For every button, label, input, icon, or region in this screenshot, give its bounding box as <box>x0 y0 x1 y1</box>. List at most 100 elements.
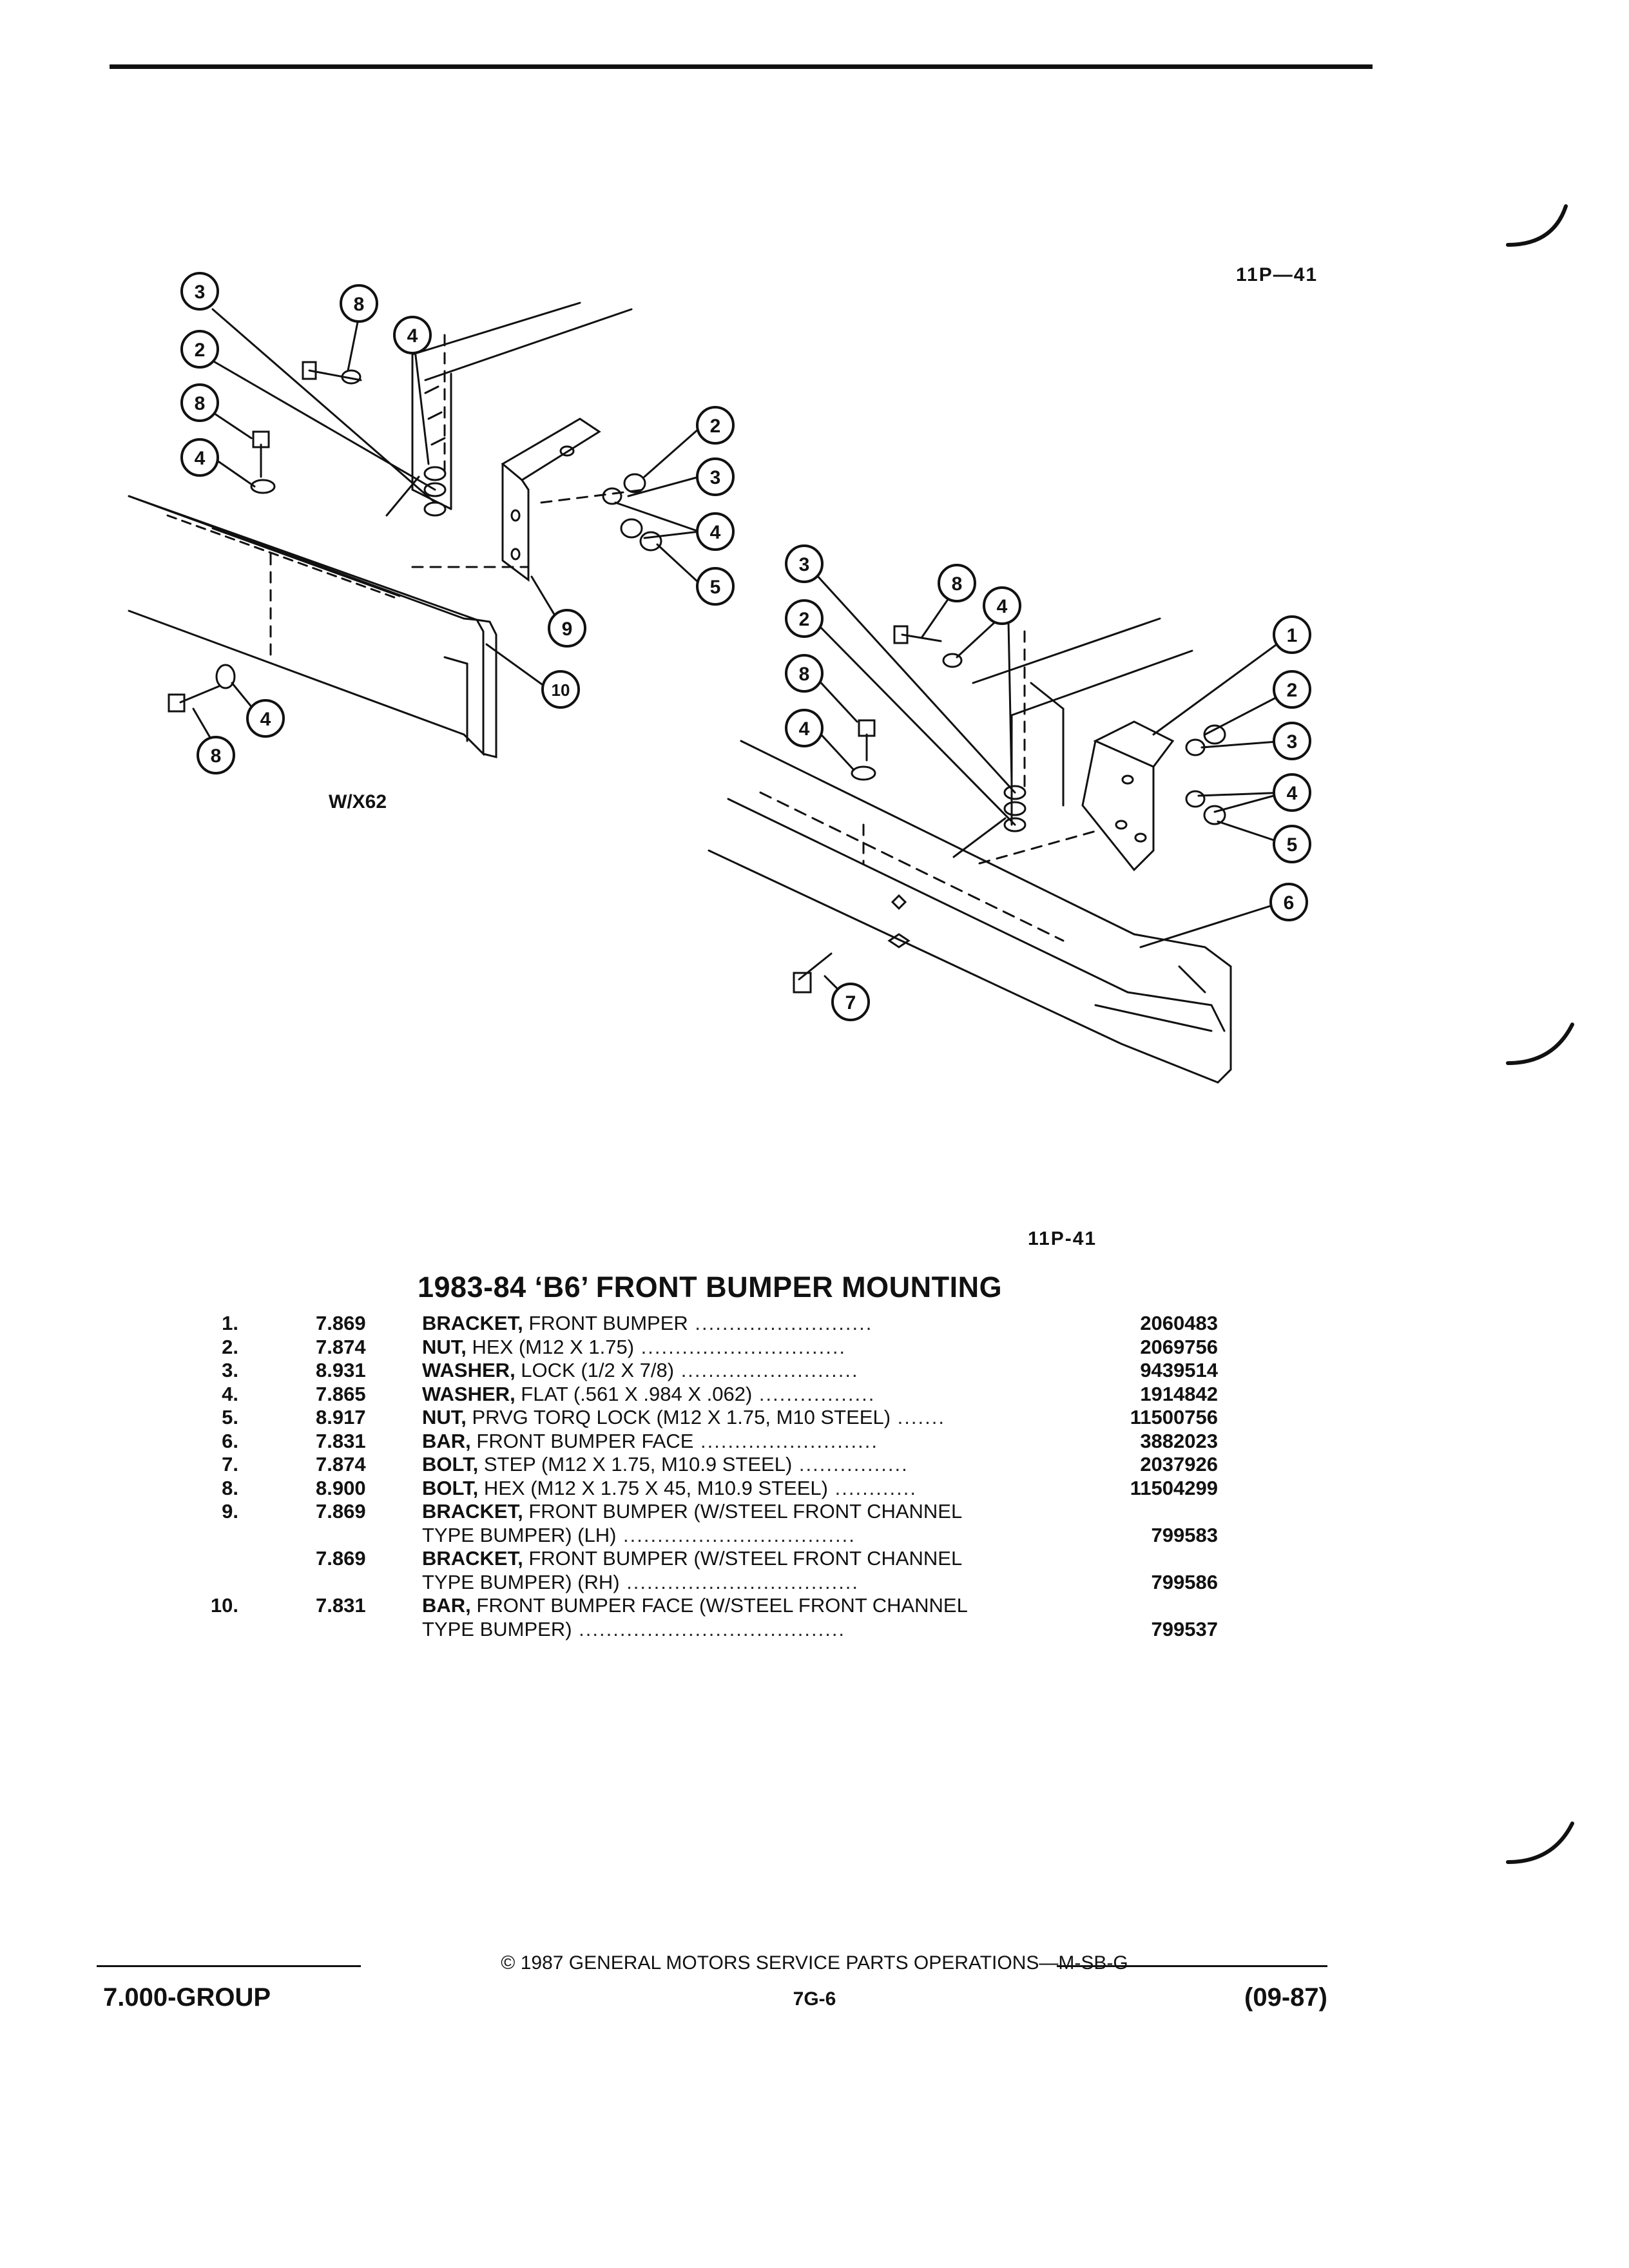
part-name: BOLT, <box>422 1453 479 1475</box>
part-detail: FRONT BUMPER <box>523 1312 688 1334</box>
callout-label: 10 <box>552 680 570 700</box>
part-name: NUT, <box>422 1335 467 1358</box>
leader-dots: .................................. <box>619 1570 860 1593</box>
leader-dots: .......................... <box>688 1312 873 1334</box>
part-detail: HEX (M12 X 1.75 X 45, M10.9 STEEL) <box>478 1476 828 1499</box>
left-leaders <box>192 305 700 749</box>
part-number: 799586 <box>1151 1570 1218 1593</box>
callout-label: 2 <box>1287 680 1298 701</box>
variant-label: W/X62 <box>329 791 387 812</box>
part-detail: FRONT BUMPER FACE <box>470 1429 694 1452</box>
part-name: BRACKET, <box>422 1547 523 1570</box>
callout-label: 1 <box>1287 625 1298 646</box>
part-detail: TYPE BUMPER) (LH) <box>422 1523 617 1546</box>
callout-label: 3 <box>799 554 810 575</box>
right-bumper-bar <box>708 740 1232 1084</box>
callout-numbers: 3 8 2 4 8 4 2 3 4 5 9 10 4 8 3 8 2 4 8 4… <box>195 282 1298 1014</box>
item-number: 3. <box>222 1359 238 1381</box>
part-detail: TYPE BUMPER) <box>422 1617 572 1640</box>
part-name: NUT, <box>422 1406 467 1428</box>
callout-label: 4 <box>1287 783 1298 804</box>
right-frame-rail <box>952 617 1193 858</box>
section-title: 1983-84 ‘B6’ FRONT BUMPER MOUNTING <box>418 1271 1003 1303</box>
part-detail: PRVG TORQ LOCK (M12 X 1.75, M10 STEEL) <box>466 1406 891 1428</box>
part-detail: FLAT (.561 X .984 X .062) <box>515 1382 753 1405</box>
left-bolts <box>168 361 662 713</box>
item-number: 1. <box>222 1312 238 1334</box>
callout-label: 4 <box>407 325 418 347</box>
group-number: 7.869 <box>316 1547 366 1570</box>
footer-date: (09-87) <box>1244 1983 1327 2012</box>
part-number: 9439514 <box>1140 1359 1218 1381</box>
part-detail: STEP (M12 X 1.75, M10.9 STEEL) <box>478 1453 793 1475</box>
callout-label: 4 <box>710 522 721 543</box>
footer-rule-left <box>97 1965 361 1967</box>
part-number: 1914842 <box>1140 1382 1218 1405</box>
part-name: BRACKET, <box>422 1312 523 1334</box>
parts-row: TYPE BUMPER) (RH) ......................… <box>187 1571 1218 1595</box>
left-bracket <box>501 418 601 582</box>
callout-label: 6 <box>1284 892 1295 914</box>
item-number: 7. <box>222 1453 238 1475</box>
leader-dots: .......................... <box>674 1359 859 1381</box>
part-name: BRACKET, <box>422 1500 523 1523</box>
callout-label: 5 <box>1287 834 1298 856</box>
part-description: WASHER, LOCK (1/2 X 7/8) ...............… <box>422 1359 1076 1383</box>
part-number: 11500756 <box>1130 1406 1218 1428</box>
callout-label: 2 <box>195 340 206 361</box>
leader-dots: .......................... <box>693 1429 878 1452</box>
item-number: 2. <box>222 1335 238 1358</box>
part-description: BAR, FRONT BUMPER FACE (W/STEEL FRONT CH… <box>422 1594 1076 1618</box>
part-description: NUT, HEX (M12 X 1.75) ..................… <box>422 1336 1076 1360</box>
figure-code-top: 11P—41 <box>1236 264 1318 285</box>
exploded-diagram: 3 8 2 4 8 4 2 3 4 5 9 10 4 8 3 8 2 4 8 4… <box>128 272 1311 1084</box>
parts-row: 9. 7.869 BRACKET, FRONT BUMPER (W/STEEL FR… <box>187 1500 1218 1524</box>
part-name: BOLT, <box>422 1476 479 1499</box>
part-description: BAR, FRONT BUMPER FACE .................… <box>422 1430 1076 1454</box>
callout-label: 3 <box>710 467 721 488</box>
callout-label: 7 <box>845 992 856 1014</box>
callout-label: 5 <box>710 577 721 598</box>
item-number: 5. <box>222 1406 238 1428</box>
part-description: BRACKET, FRONT BUMPER ..................… <box>422 1312 1076 1336</box>
footer-page-number: 7G-6 <box>793 1988 836 2010</box>
part-detail: FRONT BUMPER (W/STEEL FRONT CHANNEL <box>523 1547 963 1570</box>
right-leaders <box>814 572 1287 1003</box>
footer-copyright: © 1987 GENERAL MOTORS SERVICE PARTS OPER… <box>501 1952 1128 1974</box>
part-description: BRACKET, FRONT BUMPER (W/STEEL FRONT CHA… <box>422 1500 1076 1524</box>
part-number: 11504299 <box>1130 1476 1218 1499</box>
left-bumper-bar <box>128 495 497 758</box>
part-detail: LOCK (1/2 X 7/8) <box>515 1359 675 1381</box>
part-detail: FRONT BUMPER FACE (W/STEEL FRONT CHANNEL <box>470 1594 968 1617</box>
callout-label: 4 <box>260 709 271 730</box>
binder-marks <box>1506 204 1574 1864</box>
group-number: 7.831 <box>316 1429 366 1452</box>
part-detail: TYPE BUMPER) (RH) <box>422 1570 620 1593</box>
part-detail: HEX (M12 X 1.75) <box>466 1335 635 1358</box>
part-description: TYPE BUMPER) (RH) ......................… <box>422 1571 1076 1595</box>
part-number: 2037926 <box>1140 1453 1218 1475</box>
callout-label: 8 <box>195 393 206 414</box>
leader-dots: .............................. <box>634 1335 847 1358</box>
item-number: 10. <box>210 1594 238 1617</box>
part-detail: FRONT BUMPER (W/STEEL FRONT CHANNEL <box>523 1500 963 1523</box>
group-number: 8.900 <box>316 1476 366 1499</box>
item-number: 4. <box>222 1382 238 1405</box>
part-number: 799537 <box>1151 1617 1218 1640</box>
leader-dots: .................................. <box>616 1523 856 1546</box>
part-name: WASHER, <box>422 1382 516 1405</box>
part-description: TYPE BUMPER) (LH) ......................… <box>422 1524 1076 1548</box>
group-number: 7.869 <box>316 1500 366 1523</box>
item-number: 9. <box>222 1500 238 1523</box>
callout-label: 8 <box>799 664 810 685</box>
part-description: BOLT, HEX (M12 X 1.75 X 45, M10.9 STEEL)… <box>422 1477 1076 1501</box>
group-number: 7.865 <box>316 1382 366 1405</box>
part-number: 799583 <box>1151 1523 1218 1546</box>
group-number: 7.874 <box>316 1335 366 1358</box>
